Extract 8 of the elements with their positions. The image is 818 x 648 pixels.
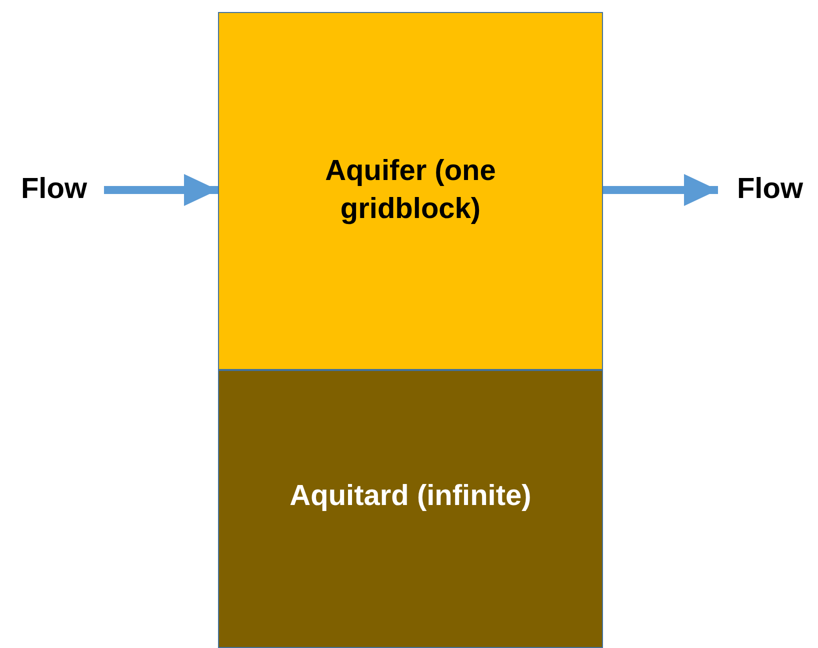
- flow-label: Flow: [736, 172, 804, 208]
- block-label: Aquifer (one gridblock): [324, 154, 497, 227]
- aquitard-block: [218, 370, 603, 648]
- flow-arrow: [104, 174, 218, 206]
- block-label: Aquitard (infinite): [290, 479, 532, 514]
- flow-label: Flow: [20, 172, 88, 208]
- flow-arrow: [603, 174, 718, 206]
- aquifer-block: [218, 12, 603, 370]
